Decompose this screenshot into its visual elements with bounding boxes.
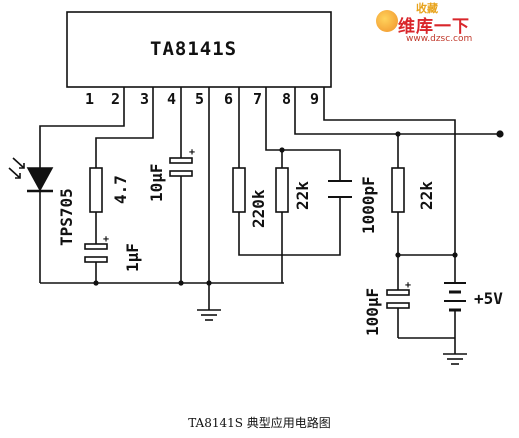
junction-dot bbox=[395, 252, 401, 258]
watermark-logo: 收藏 维库一下 www.dzsc.com bbox=[376, 2, 516, 50]
capacitor-10uf: + bbox=[169, 147, 195, 177]
watermark-main-text: 维库一下 bbox=[398, 17, 470, 37]
battery-label: +5V bbox=[474, 289, 503, 308]
junction-dot bbox=[93, 280, 99, 286]
r1-label: 4.7 bbox=[111, 175, 130, 204]
pin-label: 2 bbox=[111, 90, 120, 108]
ic-label: TA8141S bbox=[150, 38, 237, 60]
led-tps705 bbox=[8, 157, 54, 193]
c-10uf-label: 10µF bbox=[147, 163, 166, 202]
pin-label: 9 bbox=[310, 90, 319, 108]
pin-label: 8 bbox=[282, 90, 291, 108]
pin-label: 4 bbox=[167, 90, 176, 108]
watermark-url: www.dzsc.com bbox=[406, 34, 473, 44]
svg-text:+: + bbox=[405, 280, 411, 291]
pin-label: 3 bbox=[140, 90, 149, 108]
resistor-220k bbox=[232, 167, 246, 213]
r-220k-label: 220k bbox=[249, 189, 268, 228]
r-22k-b-label: 22k bbox=[417, 181, 436, 210]
svg-text:+: + bbox=[189, 147, 195, 158]
c-1uf-label: 1µF bbox=[123, 243, 142, 272]
ground-symbol bbox=[197, 309, 221, 321]
junction-dots bbox=[93, 130, 504, 286]
junction-dot bbox=[279, 147, 285, 153]
pin-label: 7 bbox=[253, 90, 262, 108]
ic-body bbox=[66, 11, 332, 88]
junction-dot bbox=[206, 280, 212, 286]
ground-symbol bbox=[443, 353, 467, 365]
capacitor-100uf: + bbox=[386, 280, 411, 309]
junction-dot bbox=[178, 280, 184, 286]
pin-labels: 1 2 3 4 5 6 7 8 9 bbox=[85, 90, 319, 108]
capacitor-1uf: + bbox=[84, 234, 109, 263]
battery bbox=[444, 282, 466, 312]
watermark-top-text: 收藏 bbox=[416, 2, 438, 15]
pin-label: 1 bbox=[85, 90, 94, 108]
wires bbox=[39, 87, 500, 354]
led-label: TPS705 bbox=[57, 188, 76, 246]
c-100uf-label: 100µF bbox=[363, 288, 382, 336]
svg-text:+: + bbox=[103, 234, 109, 245]
figure-caption: TA8141S 典型应用电路图 bbox=[188, 416, 331, 430]
pin-label: 5 bbox=[195, 90, 204, 108]
r-22k-a-label: 22k bbox=[293, 181, 312, 210]
resistor-4-7 bbox=[89, 167, 103, 213]
watermark-emblem-icon bbox=[376, 10, 398, 32]
junction-dot bbox=[496, 130, 504, 138]
resistor-22k-b bbox=[391, 167, 405, 213]
resistor-22k-a bbox=[275, 167, 289, 213]
c-1000pf-label: 1000pF bbox=[359, 176, 378, 234]
pin-label: 6 bbox=[224, 90, 233, 108]
junction-dot bbox=[395, 131, 401, 137]
capacitor-1000pf bbox=[328, 180, 352, 198]
junction-dot bbox=[452, 252, 458, 258]
